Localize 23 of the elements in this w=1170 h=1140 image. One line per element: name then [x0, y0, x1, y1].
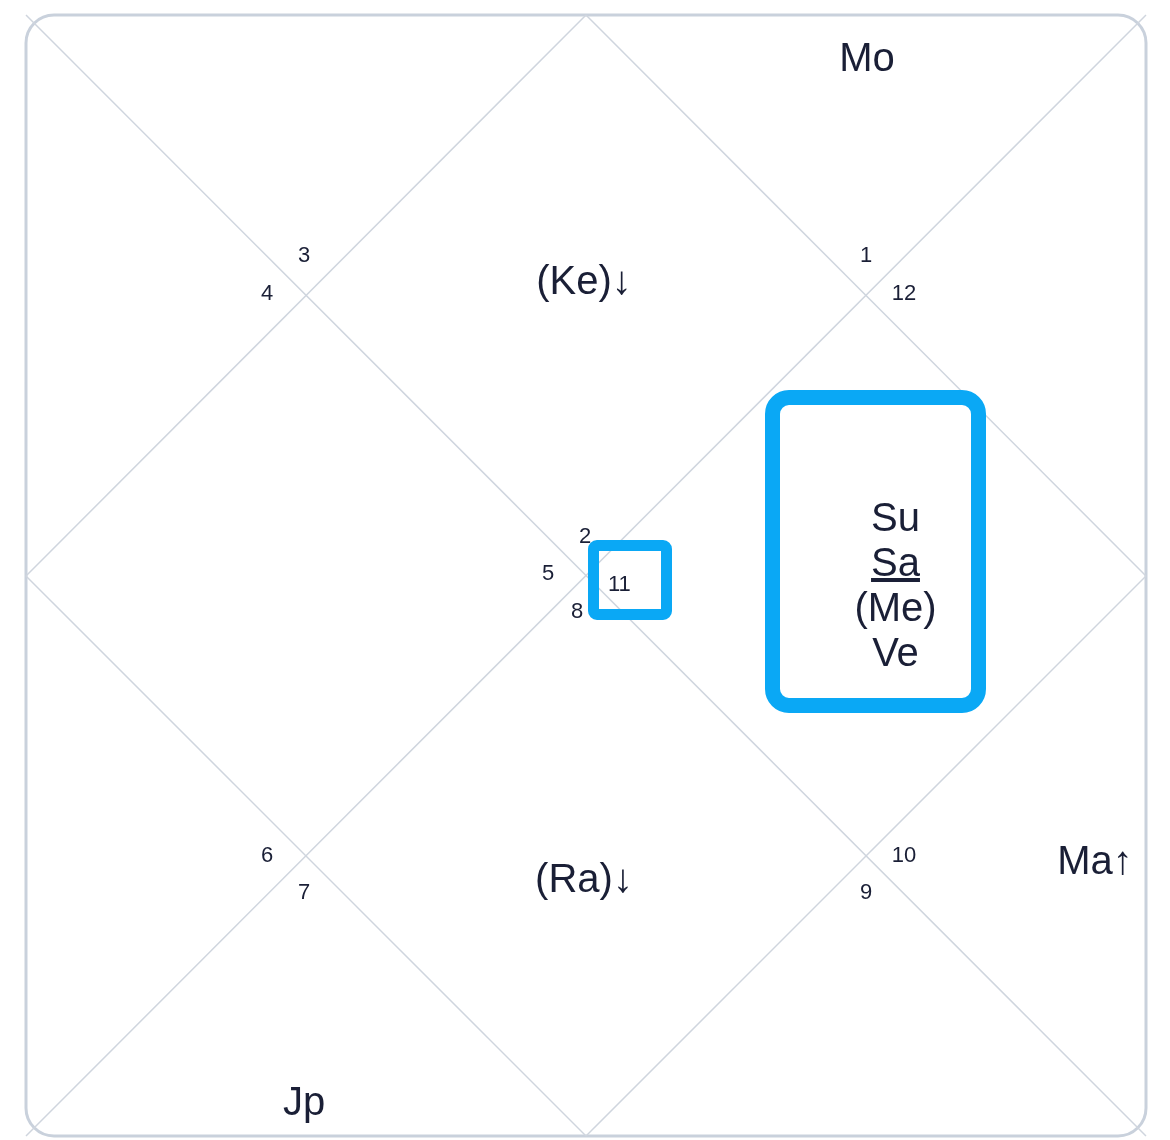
planet-label: (Ke)↓ [536, 260, 632, 300]
house-number: 5 [541, 562, 555, 584]
house-number: 8 [570, 600, 584, 622]
planet-label: Mo [839, 37, 895, 77]
planet-label: (Me) [853, 585, 938, 630]
house-number: 4 [260, 282, 274, 304]
planet-label: Su [870, 495, 921, 540]
house-number: 7 [297, 881, 311, 903]
house-number: 11 [607, 572, 632, 596]
planet-label: Ve [871, 630, 920, 675]
planet-label: Ma↑ [1057, 840, 1133, 880]
planet-label: Jp [282, 1081, 326, 1121]
highlight-box [588, 540, 672, 620]
house-number: 9 [859, 881, 873, 903]
house-number: 2 [578, 525, 592, 547]
highlight-box [765, 390, 986, 713]
house-number: 12 [891, 282, 917, 304]
house-number: 3 [297, 244, 311, 266]
planet-label: (Ra)↓ [535, 858, 633, 898]
house-number: 1 [859, 244, 873, 266]
house-number: 10 [891, 844, 917, 866]
house-number: 6 [260, 844, 274, 866]
planet-label: Sa [870, 540, 921, 585]
